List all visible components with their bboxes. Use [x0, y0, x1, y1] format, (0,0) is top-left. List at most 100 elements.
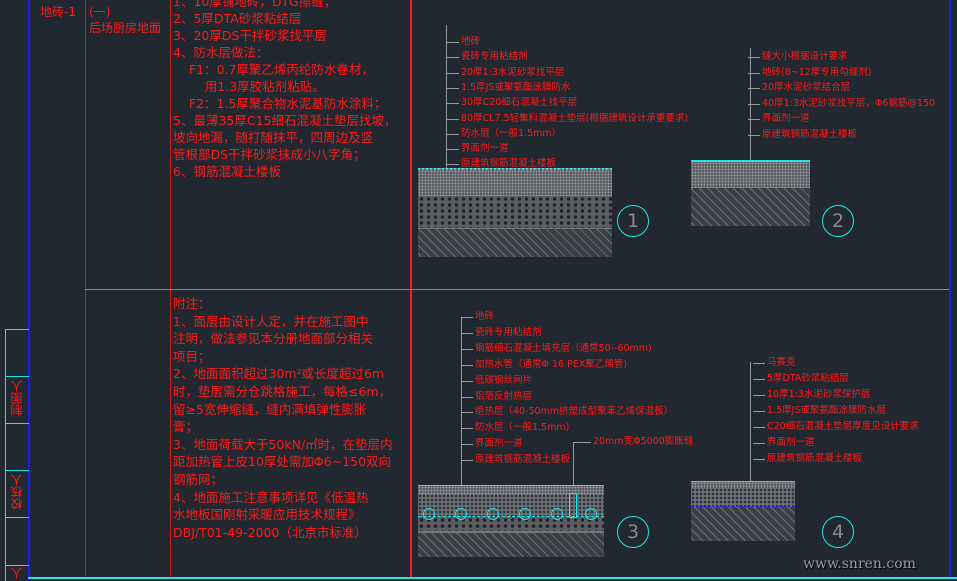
- note-line: 距加热管上皮10厚处需加Φ6~150双向: [173, 454, 392, 470]
- construction-step: 1、10厚铺地砖，DTG擦缝；: [173, 0, 337, 9]
- title-block-line: [5, 517, 29, 518]
- notes: 附注：1、面层由设计人定，并在施工图中注明，做法参见本分册地面部分相关项目；2、…: [173, 295, 393, 541]
- frame-bottom-line: [28, 577, 957, 579]
- layer-label: 钢筋细石混凝土填充层（通常50--60mm): [461, 342, 652, 354]
- expansion-joint: [569, 493, 577, 518]
- layer-label: 20厚水泥砂浆结合层: [747, 82, 851, 93]
- heating-pipe: [455, 508, 467, 520]
- layer-label: 界面剂一道: [447, 143, 509, 155]
- detail-3-number: 3: [617, 516, 649, 548]
- detail-3-concrete-slab: [418, 533, 604, 557]
- note-line: 附注：: [173, 296, 211, 311]
- detail-4-number: 4: [822, 516, 854, 548]
- note-line: 钢筋网；: [173, 471, 224, 487]
- construction-step: 4、防水层做法：: [173, 45, 269, 60]
- note-line: 注明，做法参见本分册地面部分相关: [173, 331, 374, 347]
- layer-label: 加热水管（通常Φ 16 PEX聚乙烯管): [460, 358, 628, 370]
- column-divider: [410, 0, 412, 577]
- detail-2-concrete-slab: [691, 188, 810, 226]
- construction-step: F1：0.7厚聚乙烯丙纶防水卷材，: [173, 62, 374, 77]
- note-line: 3、地面荷载大于50kN/㎡时，在垫层内: [173, 436, 393, 452]
- layer-label: 低碳钢丝网片: [460, 374, 533, 386]
- layer-label: 40厚1:3水泥砂浆找平层，Φ6钢筋@150: [747, 97, 936, 109]
- note-line: 水地板国刚射采暖应用技术规程》: [173, 507, 361, 523]
- leader-line: [750, 362, 751, 522]
- expansion-joint-leader: [573, 442, 574, 490]
- floor-code: 地砖-1: [40, 5, 76, 19]
- heating-pipe: [487, 508, 499, 520]
- construction-step: 6、钢筋混凝土楼板: [173, 164, 281, 179]
- layer-label: 10厚1:3水泥砂浆保护层: [752, 389, 871, 400]
- layer-label: 80厚CL7.5轻集料混凝土垫层(根据建筑设计承重要求): [446, 112, 689, 124]
- layer-label: 防水层（一般1.5mm): [460, 422, 570, 434]
- detail-1-number: 1: [617, 205, 649, 237]
- layer-label: 原建筑钢筋混凝土楼板: [460, 454, 571, 466]
- layer-label: 铝箔反射热层: [460, 390, 533, 402]
- note-line: 4、地面施工注意事项详见《低温热: [173, 489, 369, 505]
- construction-step: 用1.3厚胶粘剂粘贴。: [173, 79, 325, 94]
- note-line: 留≥5宽伸缩缝，缝内满填弹性膨胀: [173, 401, 367, 417]
- heating-pipe: [423, 508, 435, 520]
- note-line: 1、面层由设计人定，并在施工图中: [173, 313, 369, 329]
- heating-pipe: [519, 508, 531, 520]
- drafter-label: 制图人: [10, 380, 24, 416]
- layer-label: 绝热层（40-50mm挤塑成型聚苯乙烯保温板）: [460, 406, 674, 418]
- leader-line: [750, 48, 751, 203]
- layer-label: 界面剂一道: [748, 113, 810, 124]
- detail-2-tile: [691, 160, 810, 190]
- note-line: DBJ/T01-49-2000（北京市标准）: [173, 524, 367, 540]
- construction-step: 2、5厚DTA砂浆粘结层: [173, 11, 302, 26]
- note-line: 时，垫层需分仓跳格施工，每格≤6m，: [173, 383, 392, 399]
- layer-label: 瓷砖专用粘结剂: [461, 326, 542, 338]
- layer-label: 界面剂一道: [461, 438, 523, 450]
- title-block-edge: [5, 329, 6, 581]
- floor-category: (一): [89, 5, 111, 19]
- detail-1-concrete-slab: [418, 229, 612, 257]
- layer-label: 5厚DTA砂浆粘结层: [753, 373, 849, 384]
- column-divider: [85, 0, 86, 577]
- layer-label: 原建筑钢筋混凝土楼板: [752, 453, 863, 464]
- checker-label: 校核人: [10, 474, 24, 510]
- construction-steps: 1、10厚铺地砖，DTG擦缝； 2、5厚DTA砂浆粘结层 3、20厚DS干拌砂浆找平…: [173, 0, 397, 180]
- watermark: www.snren.com: [803, 556, 916, 572]
- title-block-line: [5, 329, 29, 330]
- title-block-line: [5, 565, 29, 566]
- frame-line-blue-left: [28, 0, 30, 581]
- layer-label: 20厚1:3水泥砂浆找平层: [446, 66, 565, 78]
- layer-label: 界面剂一道: [753, 437, 815, 448]
- layer-label: 瓷砖专用粘结剂: [447, 51, 528, 63]
- layer-label: 原建筑钢筋混凝土楼板: [747, 128, 858, 140]
- detail-1-screed: [418, 168, 612, 198]
- layer-label: 30厚C20细石混凝土找平层: [446, 97, 578, 109]
- leader-line: [446, 25, 447, 240]
- construction-step: F2：1.5厚聚合物水泥基防水涂料；: [173, 96, 387, 111]
- detail-3-insulation: [418, 517, 604, 533]
- layer-label: 缝大小根据设计要求: [748, 51, 848, 62]
- title-block-line: [5, 423, 29, 424]
- layer-label: 1.5厚JS或聚氨酯涂膜防水层: [753, 405, 886, 416]
- layer-label: 地砖(8~12厚专用勾缝剂): [748, 66, 872, 78]
- heating-pipe: [585, 508, 597, 520]
- expansion-joint-label: 20mm宽Φ5000膨胀缝: [578, 436, 694, 447]
- layer-label: 原建筑钢筋混凝土楼板: [446, 158, 557, 170]
- detail-4-concrete-slab: [691, 507, 795, 541]
- floor-name: 后场厨房地面: [89, 21, 162, 35]
- leader-line: [461, 318, 462, 550]
- title-block-label: 人: [10, 567, 24, 579]
- construction-step: 管根部DS干拌砂浆抹成小八字角；: [173, 147, 366, 162]
- layer-label: 马赛克: [753, 357, 796, 368]
- title-block-line: [5, 376, 29, 377]
- detail-4-cushion: [691, 488, 795, 507]
- layer-label: 地砖: [446, 36, 481, 47]
- title-block-line: [5, 470, 29, 471]
- heating-pipe: [551, 508, 563, 520]
- note-line: 膏；: [173, 419, 199, 435]
- detail-4-mosaic: [691, 481, 795, 488]
- construction-step: 5、最薄35厚C15细石混凝土垫层找坡，: [173, 113, 397, 128]
- construction-step: 3、20厚DS干拌砂浆找平层: [173, 28, 327, 43]
- note-line: 项目；: [173, 348, 211, 364]
- layer-label: 地砖: [460, 311, 495, 322]
- layer-label: 防水层（一般1.5mm）: [446, 127, 562, 139]
- layer-label: 1.5厚JS或聚氨酯涂膜防水: [446, 81, 571, 93]
- detail-2-number: 2: [822, 205, 854, 237]
